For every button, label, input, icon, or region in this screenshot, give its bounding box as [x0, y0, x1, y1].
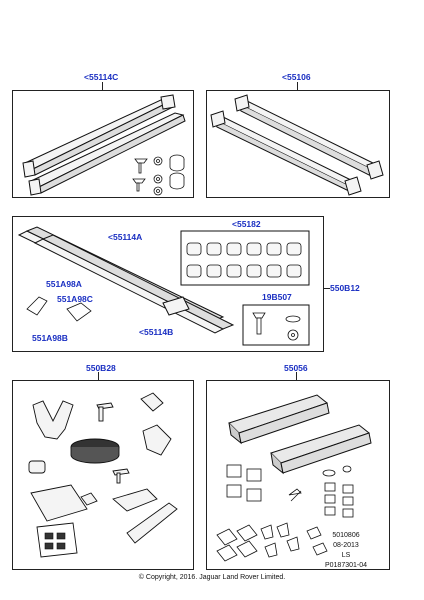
panel-ski-holder-kit: [206, 380, 390, 570]
end-cap-box: [180, 230, 310, 286]
info-plate: P0187301-04: [324, 562, 368, 569]
part-ref-550b12[interactable]: 550B12: [330, 283, 360, 293]
side-rail-illustration: [22, 94, 186, 196]
part-ref-55114b[interactable]: <55114B: [139, 327, 174, 337]
part-ref-550b28[interactable]: 550B28: [86, 363, 116, 373]
ski-carrier-parts-illustration: [28, 392, 178, 558]
bolt-kit-box: [242, 304, 310, 346]
instruction-sheet-icon: [44, 532, 66, 550]
rack-kit-illustration: [17, 226, 310, 346]
part-ref-551a98b[interactable]: 551A98B: [32, 333, 68, 343]
info-block: 5010806 08-2013 LS P0187301-04: [316, 531, 376, 571]
part-ref-55114c[interactable]: <55114C: [84, 72, 119, 82]
cross-bar-illustration: [210, 94, 384, 196]
ski-holder-illustration: [216, 394, 372, 562]
clamp-icon: [26, 296, 92, 322]
leader-line: [297, 82, 298, 90]
panel-cross-bars: [206, 90, 390, 198]
copyright-notice: © Copyright, 2016. Jaguar Land Rover Lim…: [138, 574, 286, 581]
part-ref-19b507[interactable]: 19B507: [262, 292, 292, 302]
leader-line: [98, 372, 99, 380]
info-number: 5010806: [332, 532, 360, 539]
info-code: LS: [341, 552, 351, 559]
part-ref-551a98c[interactable]: 551A98C: [57, 294, 93, 304]
part-ref-55056[interactable]: 55056: [284, 363, 308, 373]
panel-roof-rack-kit: [12, 216, 324, 352]
leader-line: [102, 82, 103, 90]
fixing-kit-icon: [216, 464, 354, 562]
part-ref-55106[interactable]: <55106: [282, 72, 311, 82]
info-date: 08-2013: [333, 542, 359, 549]
fixing-kit-icon: [132, 154, 185, 196]
part-ref-55114a[interactable]: <55114A: [108, 232, 143, 242]
part-ref-55182[interactable]: <55182: [232, 219, 261, 229]
part-ref-551a98a[interactable]: 551A98A: [46, 279, 82, 289]
leader-line: [296, 372, 297, 380]
panel-ski-carrier-kit: [12, 380, 194, 570]
panel-side-rails: [12, 90, 194, 198]
leader-line: [324, 288, 330, 289]
